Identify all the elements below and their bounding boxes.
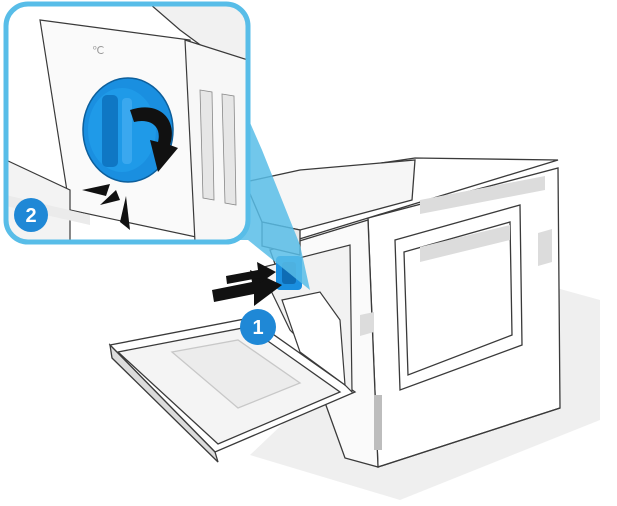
step-badge-1-label: 1: [252, 317, 263, 339]
svg-text:℃: ℃: [92, 45, 104, 57]
step-badge-1: 1: [240, 309, 276, 345]
step-badge-2: 2: [14, 198, 48, 232]
printer-side-stripe: [374, 395, 382, 450]
step-badge-2-label: 2: [25, 205, 36, 227]
